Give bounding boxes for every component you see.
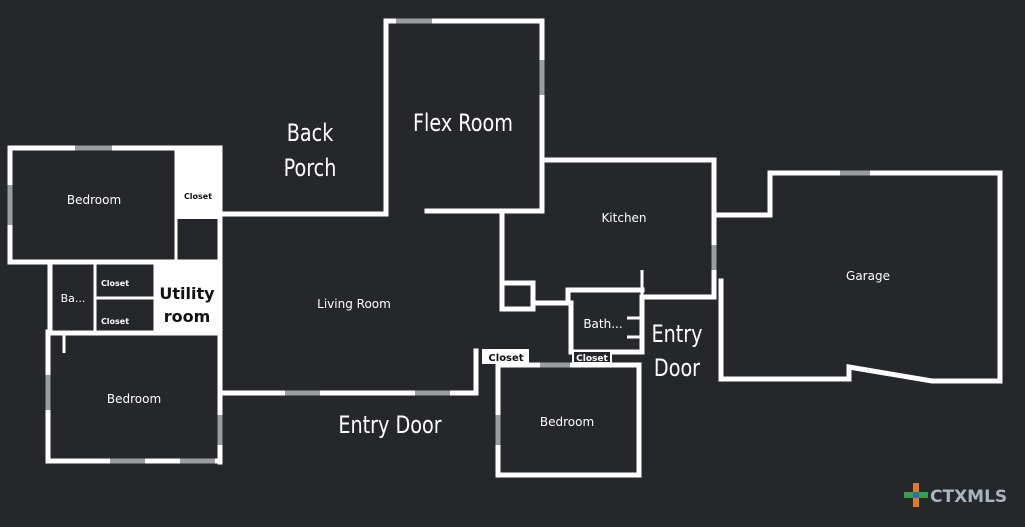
closet-bath-chip-inner xyxy=(574,352,610,362)
closet-top-label: Closet xyxy=(184,192,212,201)
back-porch-label-line2: Porch xyxy=(284,155,337,183)
closet-left-upper-label: Closet xyxy=(101,279,129,288)
utility-room-label-line2: room xyxy=(164,307,211,326)
bedroom-bottom-left-label: Bedroom xyxy=(107,392,161,406)
entry-door-right-label-line2: Door xyxy=(654,355,700,383)
ctxmls-watermark: CTXMLS xyxy=(904,483,1007,507)
bedroom-top-left-label: Bedroom xyxy=(67,193,121,207)
watermark-text: CTXMLS xyxy=(930,487,1007,507)
bath-right-label: Bath... xyxy=(583,317,622,331)
kitchen-label: Kitchen xyxy=(601,211,646,225)
living-room-label: Living Room xyxy=(317,297,391,311)
closet-top-block xyxy=(176,148,220,219)
utility-room-label-line1: Utility xyxy=(159,284,215,303)
bath-left-label: Ba... xyxy=(61,292,86,305)
closet-middle-label: Closet xyxy=(488,353,523,364)
utility-room-block xyxy=(155,262,220,333)
flex-room-label: Flex Room xyxy=(413,110,513,138)
back-porch-label-line1: Back xyxy=(287,120,334,148)
walls xyxy=(7,18,1003,478)
entry-door-bottom-label: Entry Door xyxy=(338,412,441,440)
windows xyxy=(7,18,870,464)
closet-bath-label: Closet xyxy=(576,354,608,364)
entry-door-right-label-line1: Entry xyxy=(651,321,702,349)
bedroom-bottom-right-label: Bedroom xyxy=(540,415,594,429)
closet-left-lower-label: Closet xyxy=(101,317,129,326)
cross-icon xyxy=(904,483,928,507)
closet-middle-chip xyxy=(482,349,529,364)
garage-label: Garage xyxy=(846,269,890,283)
